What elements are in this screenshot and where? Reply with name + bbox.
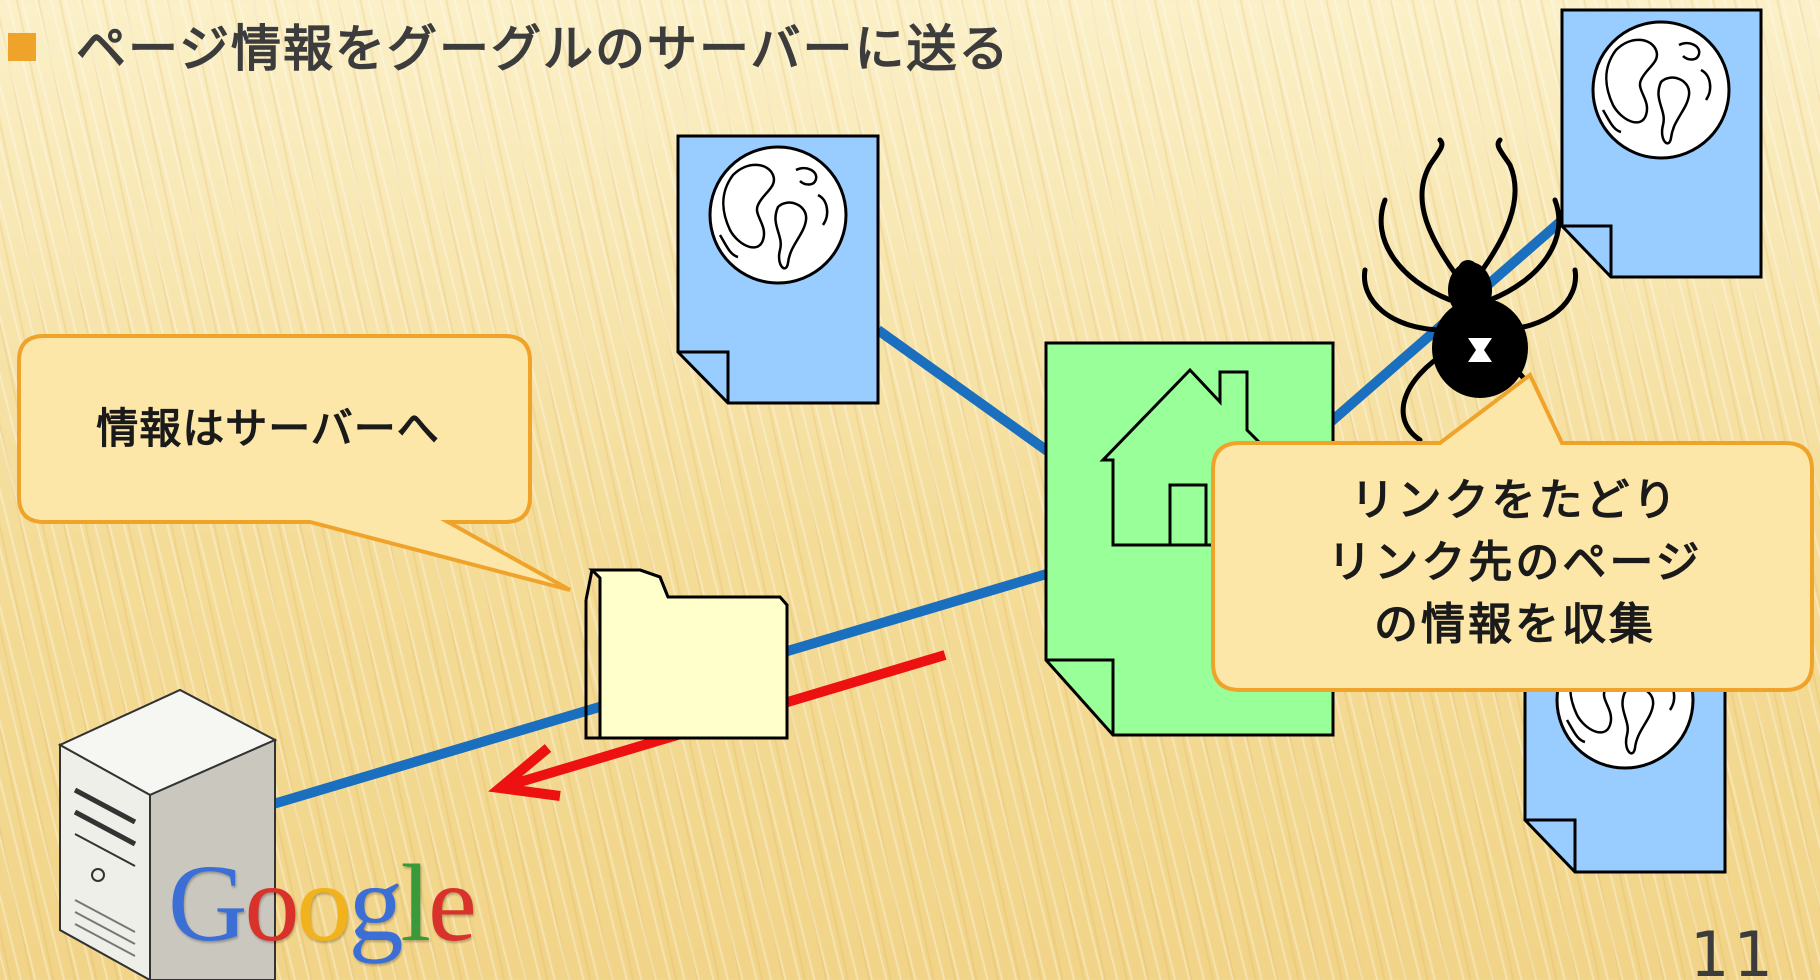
callout-server: [17, 334, 571, 592]
logo-letter: o: [296, 842, 351, 964]
title-text: ページ情報をグーグルのサーバーに送る: [76, 20, 1011, 78]
globe-icon: [1591, 20, 1731, 160]
callout-server-text: 情報はサーバーへ: [96, 404, 440, 453]
google-logo: Google: [168, 848, 477, 958]
web-page-top: [676, 134, 880, 405]
callout-spider-line-2: リンク先のページ: [1327, 537, 1703, 588]
callout-spider-line-1: リンクをたどり: [1350, 475, 1680, 526]
callout-spider-line-3: の情報を収集: [1374, 599, 1656, 650]
callout-spider-text: リンクをたどり リンク先のページ の情報を収集: [1215, 470, 1815, 656]
logo-letter: g: [348, 842, 403, 964]
globe-icon: [708, 145, 848, 285]
logo-letter: l: [400, 842, 431, 964]
slide-title: ページ情報をグーグルのサーバーに送る: [0, 0, 1011, 90]
logo-letter: o: [244, 842, 299, 964]
callout-spider: [1211, 371, 1814, 692]
logo-letter: G: [168, 842, 247, 964]
folder-icon: [584, 568, 789, 740]
page-number: 11: [1690, 918, 1777, 980]
spider-icon: [1361, 137, 1579, 443]
web-page-top-right: [1560, 8, 1763, 279]
server-icon: [57, 688, 278, 980]
logo-letter: e: [428, 842, 477, 964]
title-bullet-icon: [8, 33, 36, 61]
